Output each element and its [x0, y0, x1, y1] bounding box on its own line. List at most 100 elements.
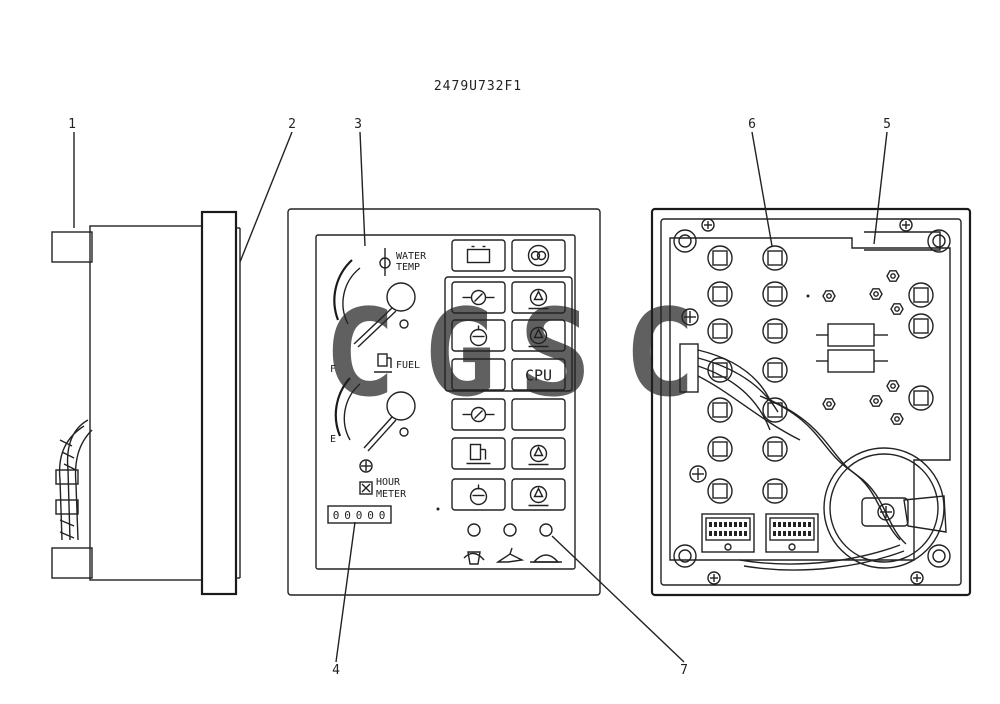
battery-charge-indicator — [451, 239, 506, 272]
callout-6: 6 — [748, 117, 773, 247]
hour-meter-icon — [359, 459, 373, 495]
lamp-socket — [908, 313, 934, 339]
lamp-socket — [707, 318, 733, 344]
fuel-pump-icon — [374, 353, 392, 373]
lamp-socket — [762, 357, 788, 383]
hour-meter-digit: 0 — [344, 509, 351, 522]
water-temp-gauge-dial — [386, 282, 416, 312]
callout-7: 7 — [551, 535, 688, 678]
fuel-label: FUEL — [396, 360, 420, 371]
bottom-lamps — [463, 523, 562, 565]
callout-3: 3 — [354, 117, 366, 247]
callout-2: 2 — [239, 117, 296, 263]
lamp-socket — [908, 282, 934, 308]
edge-screws — [681, 218, 924, 585]
lamp-socket — [707, 245, 733, 271]
corner-boss-tr — [927, 229, 951, 253]
cpu-label: CPU — [525, 367, 552, 385]
callout-5: 5 — [873, 117, 891, 245]
callout-1: 1 — [68, 117, 76, 228]
callout-4: 4 — [332, 521, 356, 678]
oil-level-indicator — [451, 478, 506, 511]
thermometer-icon — [379, 248, 391, 276]
indicator-grid: CPU — [451, 239, 566, 511]
cpu-indicator: CPU — [511, 358, 566, 391]
callout-number: 6 — [748, 117, 756, 132]
hex-nut — [822, 290, 836, 302]
turtle-icon — [530, 554, 562, 563]
hour-meter-digit: 0 — [379, 509, 386, 522]
corner-boss-bl — [673, 544, 697, 568]
resistor-upper — [816, 323, 888, 347]
hour-meter-label-1: HOUR — [376, 477, 401, 488]
fuel-arc — [334, 377, 351, 437]
rabbit-icon — [495, 547, 525, 563]
lamp-socket — [707, 281, 733, 307]
rear-view — [650, 207, 972, 597]
lamp-socket — [762, 245, 788, 271]
watermark-letter: S — [519, 285, 591, 424]
lamp-socket — [762, 436, 788, 462]
edge-screw — [910, 571, 924, 585]
fuel-gauge-dial — [386, 391, 416, 421]
edge-screw — [707, 571, 721, 585]
transmission-temp-indicator — [511, 319, 566, 352]
fuel-empty-mark: E — [330, 434, 336, 445]
corner-boss-tl — [673, 229, 697, 253]
hex-nut — [869, 288, 883, 300]
hex-nut — [890, 303, 904, 315]
coolant-temp-indicator — [451, 319, 506, 352]
engine-oil-pressure-indicator — [451, 281, 506, 314]
lamp-socket — [707, 397, 733, 423]
lamp-socket — [762, 318, 788, 344]
lamp-sockets — [707, 245, 934, 504]
callout-number: 1 — [68, 117, 76, 132]
pin-connector — [701, 513, 755, 553]
hour-meter-display — [327, 505, 392, 524]
hex-nut — [886, 380, 900, 392]
edge-screw — [701, 218, 715, 232]
watermark-letter: C — [624, 285, 696, 424]
hour-meter-digit: 0 — [333, 509, 340, 522]
hex-nut — [822, 398, 836, 410]
hex-nut — [886, 270, 900, 282]
pin-connector — [765, 513, 819, 553]
fuel-level-indicator — [451, 358, 506, 391]
callout-labels: 1 2 3 4 5 6 7 — [68, 117, 891, 678]
callout-number: 5 — [883, 117, 891, 132]
edge-screw — [681, 308, 699, 326]
hex-nut — [869, 395, 883, 407]
water-temp-label-2: TEMP — [396, 262, 420, 273]
lamp-socket — [762, 478, 788, 504]
water-separator-indicator — [511, 478, 566, 511]
callout-number: 4 — [332, 663, 340, 678]
hex-nut — [890, 413, 904, 425]
side-view-housing — [51, 210, 241, 596]
hour-meter-digit: 0 — [367, 509, 374, 522]
hex-nuts — [822, 270, 904, 425]
side-connector — [679, 343, 699, 393]
resistor-lower — [816, 349, 888, 373]
rotary-sensor — [823, 447, 947, 569]
hour-meter-digit: 0 — [356, 509, 363, 522]
fuel-full-mark: F — [330, 364, 336, 375]
callout-number: 7 — [680, 663, 688, 678]
glow-plug-icon — [463, 551, 485, 565]
hydraulic-temp-indicator — [511, 281, 566, 314]
drawing-number: 2479U732F1 — [434, 79, 522, 94]
callout-number: 2 — [288, 117, 296, 132]
water-temp-label-1: WATER — [396, 251, 427, 262]
coolant-level-indicator — [511, 437, 566, 470]
spare-indicator — [511, 398, 566, 431]
lamp-socket — [762, 281, 788, 307]
edge-screw — [899, 218, 913, 232]
watermark-letter: C — [324, 285, 396, 424]
lamp-socket — [908, 385, 934, 411]
pin-connectors — [701, 513, 819, 553]
watermark-letter: G — [424, 285, 496, 424]
